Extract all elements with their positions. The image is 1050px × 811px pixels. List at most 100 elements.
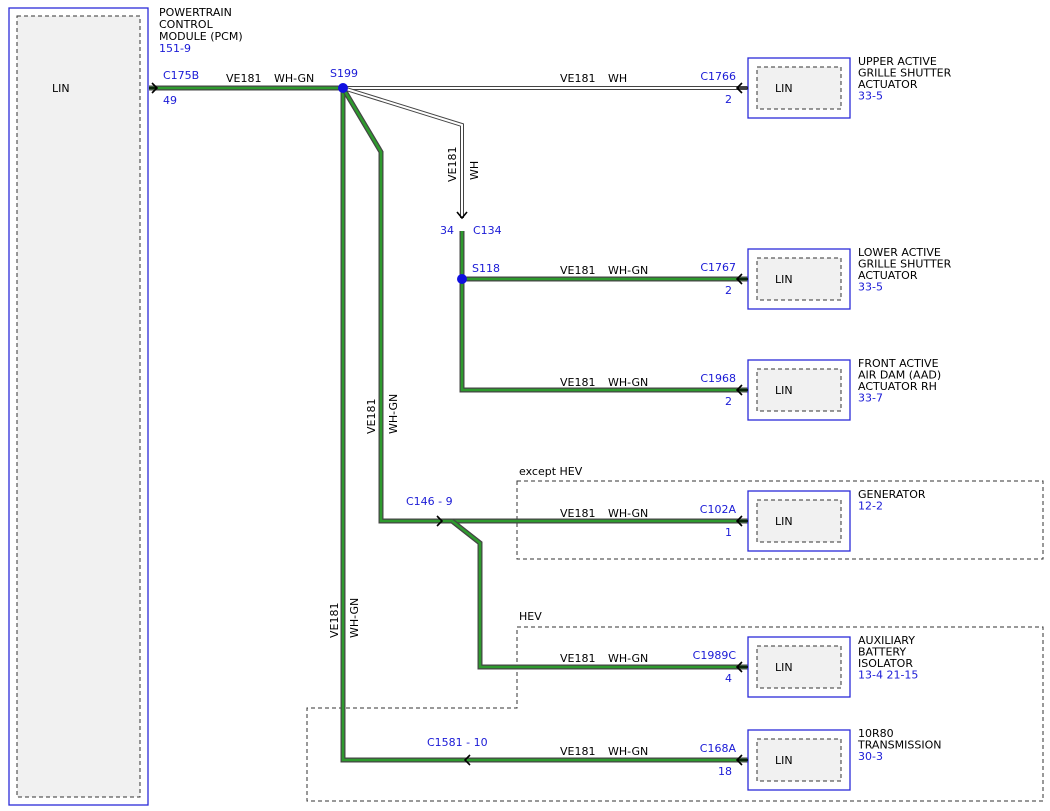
c146-label[interactable]: C146 - 9 [406, 495, 453, 508]
pcm-connector-arrow [149, 82, 159, 94]
wire-label-circuit: VE181 [560, 507, 595, 520]
component-connector[interactable]: C1968 [700, 372, 736, 385]
wire-label-color: WH-GN [608, 376, 648, 389]
component-ref-link[interactable]: 13-4 21-15 [858, 669, 918, 682]
except-hev-label: except HEV [519, 465, 583, 478]
component-title: ACTUATOR [858, 269, 918, 282]
wire-label-circuit: VE181 [328, 603, 341, 638]
component-inner [756, 66, 842, 110]
splice-s118-label[interactable]: S118 [472, 262, 500, 275]
wires-wh [342, 86, 748, 218]
pcm-title-3: MODULE (PCM) [159, 30, 243, 43]
c134-pin: 34 [440, 224, 454, 237]
component-title: GRILLE SHUTTER [858, 258, 952, 271]
component-connector[interactable]: C1766 [700, 70, 736, 83]
component-title: ACTUATOR RH [858, 380, 937, 393]
component-title: UPPER ACTIVE [858, 55, 937, 68]
component-pin: 2 [725, 284, 732, 297]
pcm-title-1: POWERTRAIN [159, 6, 232, 19]
component-pin: 2 [725, 93, 732, 106]
wire-label-circuit: VE181 [560, 652, 595, 665]
component-connector[interactable]: C168A [700, 742, 737, 755]
component-ref-link[interactable]: 30-3 [858, 750, 883, 763]
component-title: AUXILIARY [858, 634, 915, 647]
pcm-title-2: CONTROL [159, 18, 214, 31]
wire-label-color: WH-GN [348, 598, 361, 638]
wire-label-circuit: VE181 [560, 72, 595, 85]
wire-label-color: WH [468, 161, 481, 180]
pcm-pin: 49 [163, 94, 177, 107]
component-pin: 1 [725, 526, 732, 539]
component-lin-label: LIN [775, 82, 793, 95]
component-title: GENERATOR [858, 488, 926, 501]
wire-labels: VE181 WH-GN VE181 WH VE181 WH-GN VE181 W… [226, 72, 648, 758]
component-inner [756, 738, 842, 782]
wire-label-color: WH [608, 72, 627, 85]
hev-region [306, 626, 1044, 802]
splice-s199-label[interactable]: S199 [330, 67, 358, 80]
component-connector[interactable]: C102A [700, 503, 737, 516]
wires-wh-gn [149, 85, 748, 763]
component-lin-label: LIN [775, 661, 793, 674]
component-ref-link[interactable]: 33-7 [858, 392, 883, 405]
component-pin: 4 [725, 672, 732, 685]
component-title: BATTERY [858, 646, 906, 659]
component-lin-label: LIN [775, 754, 793, 767]
wire-label-color: WH-GN [608, 507, 648, 520]
wire-label-circuit: VE181 [226, 72, 261, 85]
c1581-arrow [463, 754, 471, 766]
component-title: TRANSMISSION [857, 739, 941, 752]
hev-label: HEV [519, 610, 542, 623]
wire-label-circuit: VE181 [560, 745, 595, 758]
wire-labels-vertical: VE181 WH VE181 WH-GN VE181 WH-GN [328, 147, 481, 638]
component-title: FRONT ACTIVE [858, 357, 939, 370]
wire-label-color: WH-GN [608, 652, 648, 665]
component-title: AIR DAM (AAD) [858, 369, 941, 382]
component-connector[interactable]: C1989C [693, 649, 737, 662]
c1581-label[interactable]: C1581 - 10 [427, 736, 488, 749]
component-inner [756, 368, 842, 412]
wire-label-circuit: VE181 [560, 376, 595, 389]
splice-s118[interactable] [457, 274, 467, 284]
wire-label-circuit: VE181 [560, 264, 595, 277]
component-connector-arrow [735, 273, 748, 285]
pcm-module: LIN POWERTRAIN CONTROL MODULE (PCM) 151-… [8, 6, 243, 806]
component-ref-link[interactable]: 12-2 [858, 500, 883, 513]
c146-arrow [436, 515, 444, 527]
component-title: ACTUATOR [858, 78, 918, 91]
c134-label[interactable]: C134 [473, 224, 502, 237]
component-inner [756, 645, 842, 689]
component-connector-arrow [735, 82, 748, 94]
component-connector[interactable]: C1767 [700, 261, 736, 274]
component-pin: 18 [718, 765, 732, 778]
wire-label-color: WH-GN [274, 72, 314, 85]
component-connector-arrow [735, 754, 748, 766]
component-pin: 2 [725, 395, 732, 408]
wire-label-circuit: VE181 [446, 147, 459, 182]
component-connector-arrow [735, 515, 748, 527]
component-lin-label: LIN [775, 273, 793, 286]
splice-s199[interactable] [338, 83, 348, 93]
component-title: 10R80 [858, 727, 894, 740]
component-title: GRILLE SHUTTER [858, 67, 952, 80]
wire-label-color: WH-GN [387, 394, 400, 434]
component-ref-link[interactable]: 33-5 [858, 90, 883, 103]
component-connector-arrow [735, 384, 748, 396]
component-title: ISOLATOR [858, 657, 913, 670]
wire-label-circuit: VE181 [365, 399, 378, 434]
component-ref-link[interactable]: 33-5 [858, 281, 883, 294]
component-lin-label: LIN [775, 384, 793, 397]
wire-label-color: WH-GN [608, 264, 648, 277]
pcm-ref-link[interactable]: 151-9 [159, 42, 191, 55]
wire-label-color: WH-GN [608, 745, 648, 758]
pcm-lin-label: LIN [52, 82, 70, 95]
pcm-connector-c175b[interactable]: C175B [163, 69, 199, 82]
